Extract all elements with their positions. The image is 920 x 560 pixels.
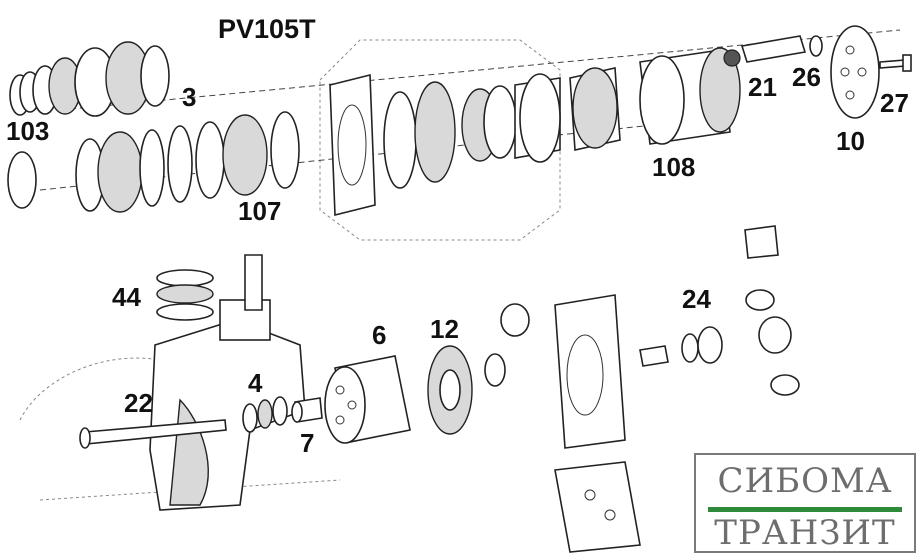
part-label-24: 24	[682, 284, 711, 314]
swash-plate	[427, 345, 473, 435]
part-label-107: 107	[238, 196, 282, 226]
logo-divider	[708, 507, 902, 512]
control-valve-parts	[639, 225, 800, 396]
mounting-flange	[329, 73, 456, 217]
part-label-6: 6	[372, 320, 387, 350]
screw	[879, 54, 912, 72]
part-label-7: 7	[300, 428, 315, 458]
part-label-22: 22	[124, 388, 153, 418]
model-title: PV105T	[218, 14, 316, 44]
o-ring	[809, 35, 823, 57]
rotor-block	[324, 355, 411, 444]
logo-line-2: ТРАНЗИТ	[714, 513, 896, 553]
taper-bearing	[156, 269, 214, 321]
part-label-103: 103	[6, 116, 50, 146]
part-label-12: 12	[430, 314, 459, 344]
part-label-3: 3	[182, 82, 197, 112]
seal-parts	[242, 396, 288, 433]
part-label-108: 108	[652, 152, 696, 182]
bushing	[291, 397, 323, 423]
part-label-26: 26	[792, 62, 821, 92]
part-label-44: 44	[112, 282, 141, 312]
end-cover	[484, 294, 626, 449]
drive-shaft	[79, 419, 227, 449]
part-label-10: 10	[836, 126, 865, 156]
shaft-seal-group	[9, 41, 170, 117]
part-label-4: 4	[248, 368, 263, 398]
valve-plate	[830, 25, 880, 119]
part-label-21: 21	[748, 72, 777, 102]
manifold-block	[554, 461, 641, 553]
logo-line-1: СИБОМА	[717, 461, 893, 501]
gear-cylinder-group	[461, 47, 741, 163]
spool-valve	[723, 35, 807, 67]
part-label-27: 27	[880, 88, 909, 118]
company-logo: СИБОМА ТРАНЗИТ	[694, 453, 916, 553]
bearing-ring-group	[7, 111, 300, 213]
